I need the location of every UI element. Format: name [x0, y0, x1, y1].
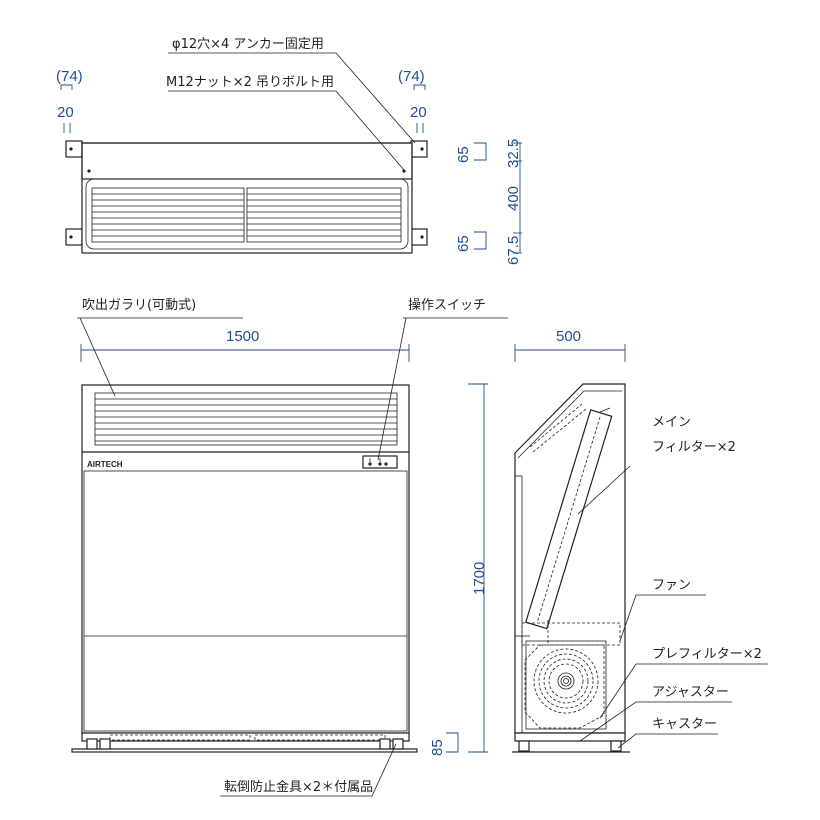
dim-height: 1700 [471, 562, 488, 595]
top-louver-right [246, 187, 402, 243]
dim-width: 1500 [226, 328, 259, 345]
caster-side-left [518, 740, 530, 752]
label-adjuster: アジャスター [652, 685, 729, 700]
label-prefilter: プレフィルター×2 [652, 647, 762, 662]
dim-upper-gap: 32.5 [505, 139, 522, 168]
dim-right-bracket-ref: (74) [398, 68, 425, 85]
label-main-filter-2: フィルター×2 [652, 440, 736, 455]
label-nut-bolt: M12ナット×2 吊りボルト用 [166, 75, 334, 90]
caster-front-right [392, 738, 404, 750]
caster-side-right [610, 740, 622, 752]
label-louver: 吹出ガラリ(可動式) [82, 298, 196, 313]
label-anchor-hole: φ12穴×4 アンカー固定用 [172, 37, 324, 52]
anti-tip-bracket [71, 748, 418, 753]
leader-switch [377, 317, 407, 461]
leader-fan [619, 594, 706, 642]
side-body [514, 383, 626, 734]
dim-left-bracket-ref: (74) [56, 68, 83, 85]
bracket-bottom-left [65, 228, 83, 246]
label-fan: ファン [652, 578, 691, 593]
leader-prefilter [599, 663, 768, 719]
dim-louver-height: 400 [505, 186, 522, 211]
leader-caster [617, 733, 718, 749]
leader-anti-tip [220, 743, 397, 797]
adjuster-front-left [99, 738, 111, 750]
front-louver [94, 392, 398, 446]
leader-main-filter [577, 465, 631, 515]
dim-bottom-offset: 65 [455, 235, 472, 252]
front-base [81, 732, 410, 742]
dim-base-height: 85 [429, 739, 446, 756]
label-main-filter-1: メイン [652, 415, 691, 430]
bracket-top-right [410, 140, 428, 158]
leader-anchor [168, 52, 416, 144]
adjuster-front-right [379, 738, 391, 750]
caster-front-left [86, 738, 98, 750]
main-filter [525, 409, 613, 630]
dim-lower-gap: 67.5 [505, 236, 522, 265]
bracket-top-left [65, 140, 83, 158]
front-view: 1500 AIRTECH 吹出ガラリ(可動 [71, 297, 508, 797]
leader-louver [79, 317, 116, 397]
dim-right-bracket: 20 [410, 104, 427, 121]
leader-adjuster [579, 701, 732, 742]
front-body [81, 384, 410, 734]
dim-depth: 500 [556, 328, 581, 345]
label-switch: 操作スイッチ [408, 297, 486, 313]
fan [533, 648, 599, 714]
dim-top-offset: 65 [455, 146, 472, 163]
side-view: 500 メイ [512, 328, 768, 753]
top-view: (74) 20 (74) 20 φ12穴×4 アンカー固定用 M12ナット×2 … [56, 37, 522, 265]
bracket-bottom-right [410, 228, 428, 246]
dim-left-bracket: 20 [57, 104, 74, 121]
label-anti-tip: 転倒防止金具×2＊付属品 [224, 779, 373, 795]
leader-nut [168, 90, 405, 171]
brand-logo: AIRTECH [87, 460, 123, 469]
top-louver-left [91, 187, 245, 243]
side-base [514, 732, 626, 742]
label-caster: キャスター [652, 717, 717, 732]
